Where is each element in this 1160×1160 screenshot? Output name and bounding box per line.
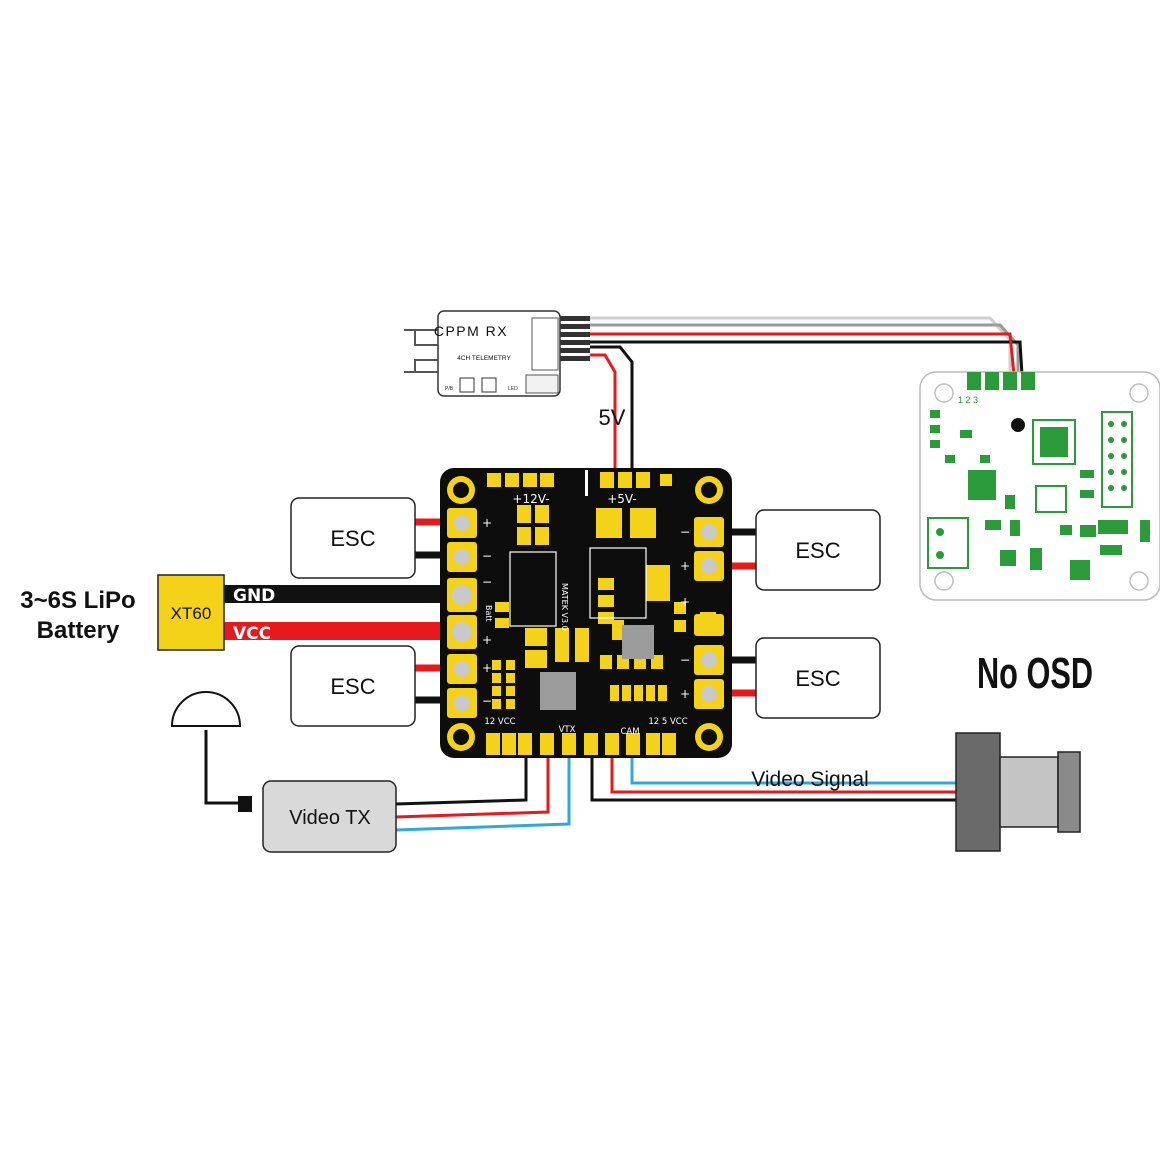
svg-text:−: − bbox=[482, 694, 492, 708]
svg-text:−: − bbox=[680, 653, 690, 667]
svg-text:4CH TELEMETRY: 4CH TELEMETRY bbox=[457, 355, 511, 362]
svg-text:LED: LED bbox=[508, 386, 518, 392]
svg-text:12 5 VCC: 12 5 VCC bbox=[648, 717, 687, 727]
rx-to-fc-wires bbox=[590, 316, 1024, 376]
svg-text:CPPM RX: CPPM RX bbox=[434, 323, 508, 339]
svg-text:+5V-: +5V- bbox=[607, 492, 637, 506]
svg-text:Batt: Batt bbox=[484, 605, 493, 622]
svg-text:ESC: ESC bbox=[330, 674, 375, 699]
svg-text:XT60: XT60 bbox=[171, 604, 212, 623]
svg-text:ESC: ESC bbox=[330, 526, 375, 551]
svg-text:+: + bbox=[482, 661, 492, 675]
power-distribution-board: +12V- +5V- bbox=[440, 468, 732, 758]
cam-wires bbox=[590, 758, 960, 802]
rx-5v-label: 5V bbox=[599, 405, 626, 430]
svg-text:−: − bbox=[680, 525, 690, 539]
battery-label-line1: 3~6S LiPo bbox=[20, 587, 135, 614]
flight-controller: 1 2 3 bbox=[919, 371, 1160, 601]
svg-text:ESC: ESC bbox=[795, 538, 840, 563]
battery-wires bbox=[222, 585, 464, 640]
video-tx-box: Video TX bbox=[262, 780, 397, 853]
gnd-wire-label: GND bbox=[233, 586, 275, 606]
svg-text:+: + bbox=[680, 687, 690, 701]
esc-top-right: ESC bbox=[755, 509, 881, 591]
svg-text:+12V-: +12V- bbox=[512, 492, 549, 506]
vcc-wire-label: VCC bbox=[233, 624, 271, 644]
camera-icon bbox=[955, 732, 1081, 852]
no-osd-label: No OSD bbox=[977, 649, 1093, 698]
svg-text:+: + bbox=[680, 559, 690, 573]
receiver-module: CPPM RX 4CH TELEMETRY P/B LED bbox=[404, 310, 590, 397]
antenna-plug bbox=[238, 796, 252, 812]
battery-label-line2: Battery bbox=[37, 617, 120, 644]
svg-text:ESC: ESC bbox=[795, 666, 840, 691]
svg-text:P/B: P/B bbox=[445, 386, 454, 392]
svg-text:+: + bbox=[680, 595, 690, 609]
svg-text:−: − bbox=[482, 575, 492, 589]
svg-text:1 2 3: 1 2 3 bbox=[958, 395, 978, 405]
svg-text:12 VCC: 12 VCC bbox=[484, 717, 515, 727]
svg-text:Video TX: Video TX bbox=[289, 807, 371, 829]
antenna-icon bbox=[170, 691, 242, 727]
esc-bottom-right: ESC bbox=[755, 637, 881, 719]
video-signal-label: Video Signal bbox=[751, 768, 869, 791]
antenna-cable bbox=[204, 730, 250, 805]
svg-text:MATEK V3.0: MATEK V3.0 bbox=[560, 583, 569, 631]
svg-text:VTX: VTX bbox=[559, 725, 576, 735]
svg-text:CAM: CAM bbox=[620, 727, 639, 737]
vtx-wires bbox=[395, 758, 571, 832]
esc-top-left: ESC bbox=[290, 497, 416, 579]
svg-text:+: + bbox=[482, 633, 492, 647]
svg-text:−: − bbox=[482, 549, 492, 563]
xt60-connector: XT60 bbox=[157, 574, 225, 651]
esc-bottom-left: ESC bbox=[290, 645, 416, 727]
svg-text:+: + bbox=[482, 516, 492, 530]
rx-5v-wires bbox=[590, 345, 634, 478]
